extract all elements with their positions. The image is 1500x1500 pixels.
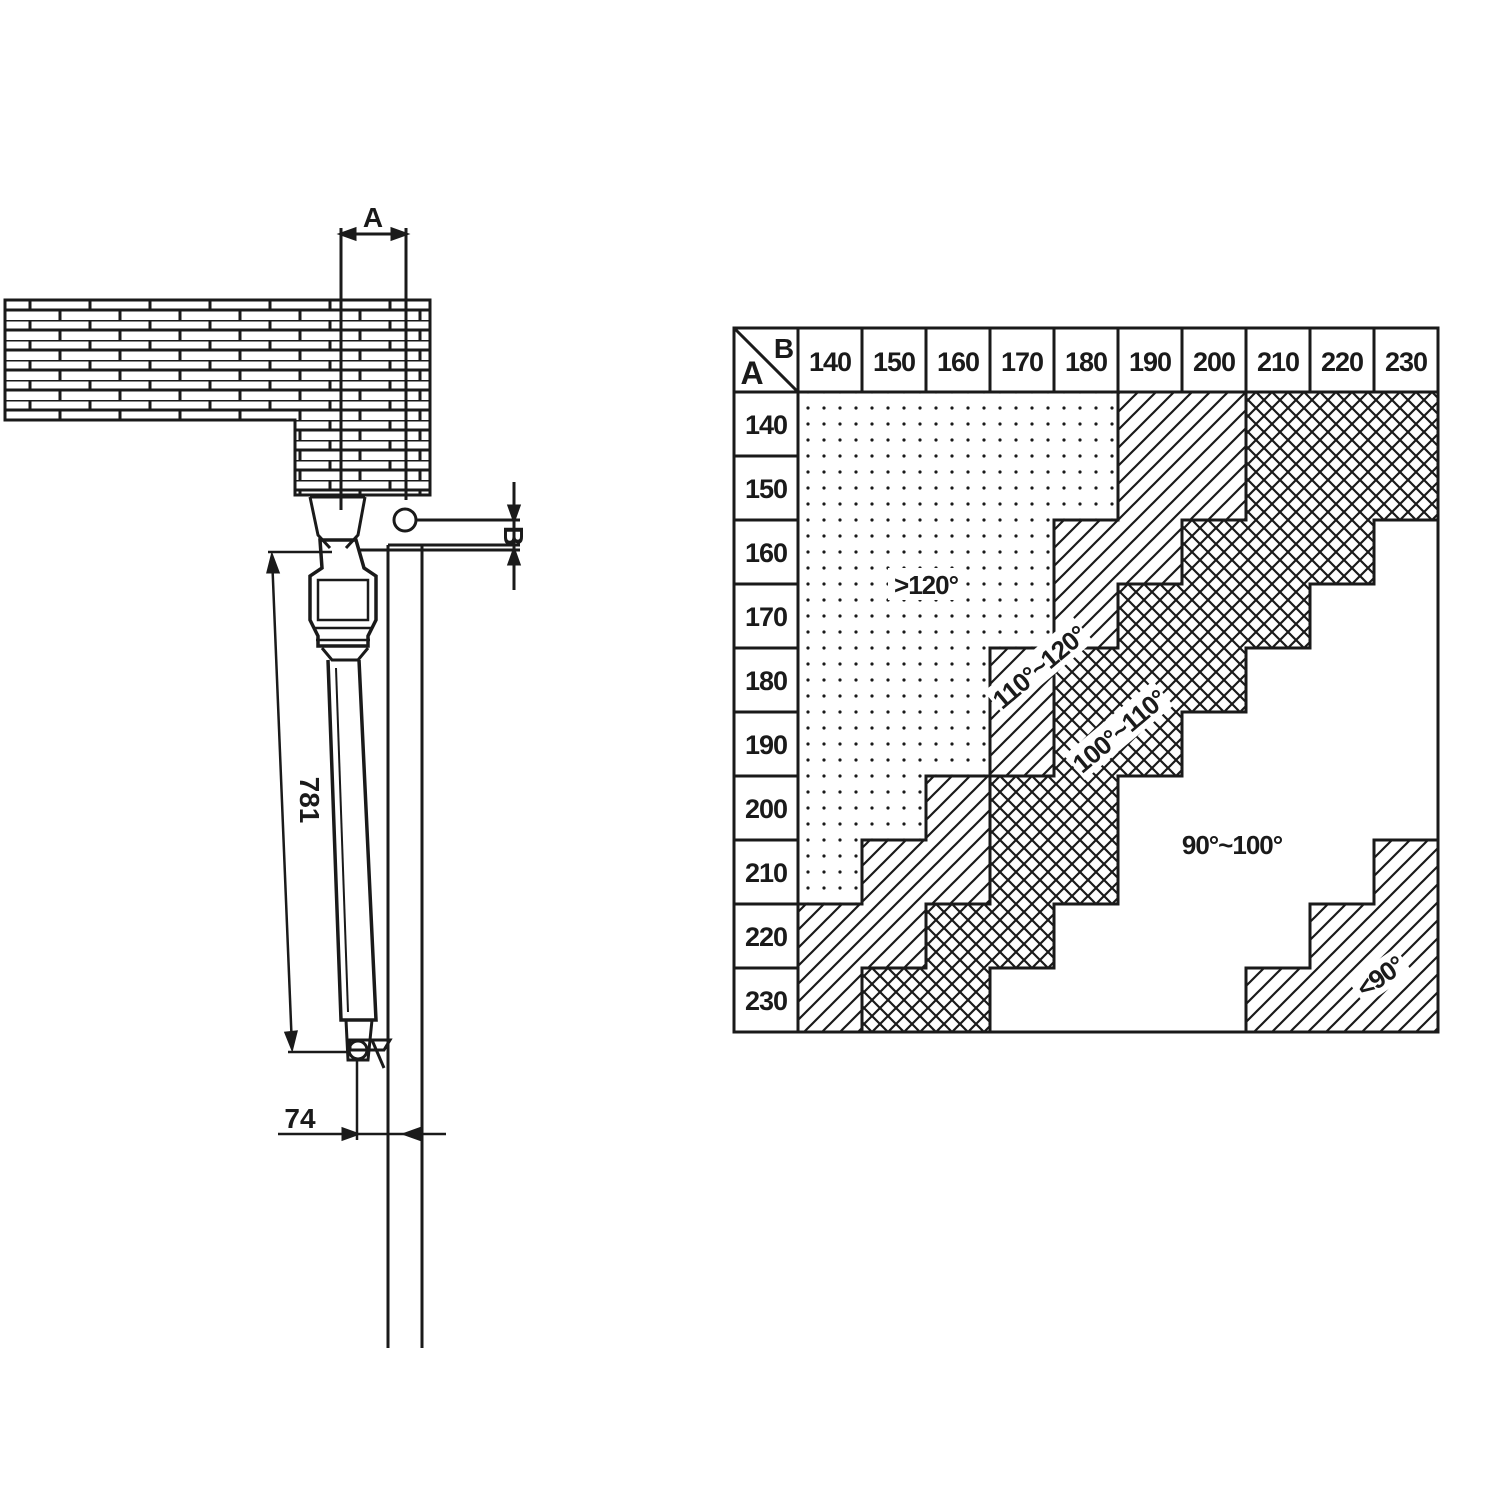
- opening-angle-table: B A 140 150 160 170 180 190 200 210 220 …: [732, 326, 1440, 1034]
- a-header: 200: [745, 794, 787, 824]
- dim-a-label: A: [363, 202, 383, 233]
- b-header: 190: [1129, 347, 1171, 377]
- dim-b-arrows: [506, 504, 522, 566]
- installation-drawing: [3, 226, 522, 1348]
- b-header: 180: [1065, 347, 1107, 377]
- hinge-icon: [392, 507, 418, 533]
- zone-gt120: [798, 392, 1118, 904]
- dim-781-line: [270, 555, 294, 1049]
- operator-body: [326, 659, 378, 1022]
- zone-gt120-label: >120°: [894, 570, 959, 600]
- a-header: 210: [745, 858, 787, 888]
- corner-b-label: B: [774, 333, 794, 364]
- b-header: 170: [1001, 347, 1043, 377]
- a-header: 170: [745, 602, 787, 632]
- b-header: 220: [1321, 347, 1363, 377]
- mounting-bracket: [308, 496, 367, 550]
- dim-74-label: 74: [284, 1103, 316, 1134]
- operator-head: [308, 538, 378, 648]
- dim-a-arrows: [336, 226, 411, 242]
- b-header: 150: [873, 347, 915, 377]
- b-header: 140: [809, 347, 851, 377]
- corner-a-label: A: [740, 355, 763, 391]
- a-header: 220: [745, 922, 787, 952]
- dim-781-label: 781: [294, 777, 325, 824]
- table-frame: [732, 326, 1440, 1034]
- a-header: 230: [745, 986, 787, 1016]
- a-header: 160: [745, 538, 787, 568]
- corner-diagonal: [732, 326, 800, 394]
- b-header: 200: [1193, 347, 1235, 377]
- zone-90-100-label: 90°~100°: [1182, 830, 1283, 860]
- zone-lt90: [1244, 838, 1440, 1034]
- b-header: 160: [937, 347, 979, 377]
- b-header: 210: [1257, 347, 1299, 377]
- a-header: 180: [745, 666, 787, 696]
- dim-b-label: B: [498, 526, 529, 546]
- brick-wall: [3, 298, 432, 497]
- b-header: 230: [1385, 347, 1427, 377]
- a-header: 140: [745, 410, 787, 440]
- a-header: 190: [745, 730, 787, 760]
- a-header: 150: [745, 474, 787, 504]
